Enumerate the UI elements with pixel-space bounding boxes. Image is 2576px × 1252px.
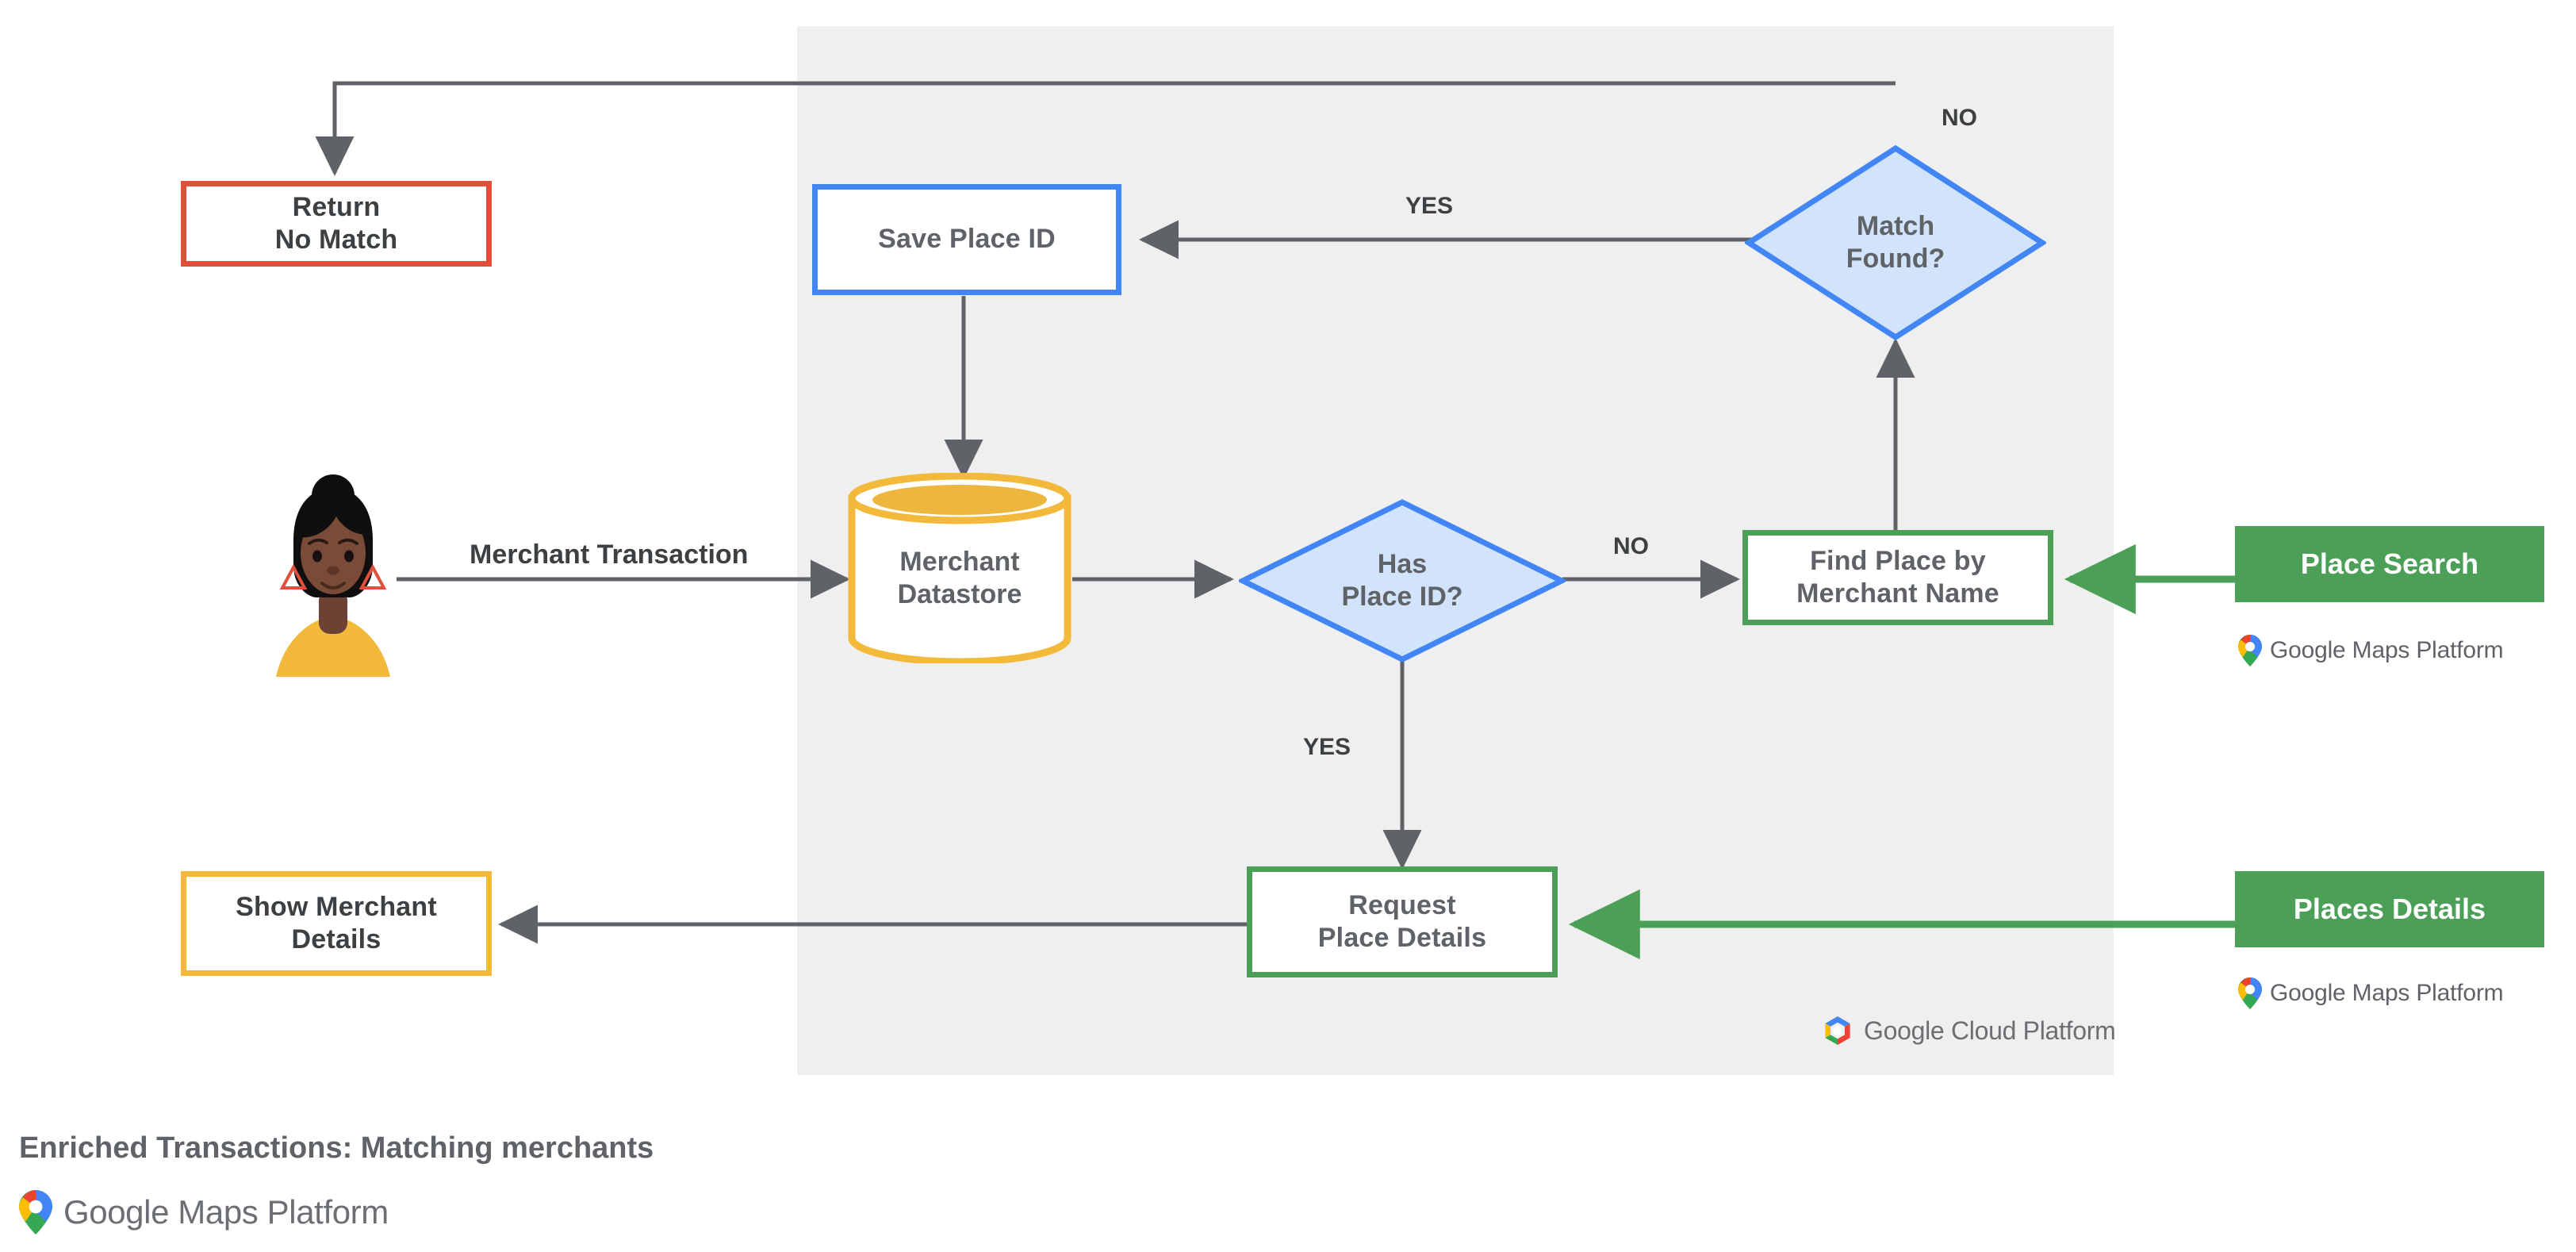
- gcp-brand-label: Google Cloud Platform: [1864, 1016, 2116, 1045]
- footer-brand-lockup: Google Maps Platform: [19, 1190, 389, 1235]
- node-merchant-datastore-label: Merchant Datastore: [897, 546, 1022, 609]
- node-merchant-datastore[interactable]: Merchant Datastore: [847, 473, 1072, 663]
- places-details-brand-lockup: Google Maps Platform: [2238, 977, 2504, 1009]
- node-show-merchant-details[interactable]: Show Merchant Details: [181, 871, 492, 976]
- maps-pin-icon: [2238, 977, 2262, 1009]
- edge-label-place-id-yes: YES: [1303, 734, 1351, 760]
- api-chip-places-details[interactable]: Places Details: [2235, 871, 2544, 947]
- node-has-place-id-label: Has Place ID?: [1341, 548, 1463, 612]
- edge-label-place-id-no: NO: [1613, 533, 1649, 559]
- node-find-place-by-merchant-name-label: Find Place by Merchant Name: [1796, 545, 1999, 609]
- gcp-brand-lockup: Google Cloud Platform: [1821, 1014, 2116, 1047]
- places-details-brand-label: Google Maps Platform: [2270, 980, 2504, 1006]
- node-request-place-details-label: Request Place Details: [1317, 889, 1487, 953]
- api-chip-place-search-label: Place Search: [2300, 547, 2479, 580]
- node-return-no-match-label: Return No Match: [274, 191, 398, 255]
- node-save-place-id[interactable]: Save Place ID: [812, 184, 1121, 295]
- api-chip-places-details-label: Places Details: [2293, 893, 2486, 925]
- node-request-place-details[interactable]: Request Place Details: [1247, 866, 1558, 977]
- node-return-no-match[interactable]: Return No Match: [181, 181, 492, 267]
- footer-brand-label: Google Maps Platform: [63, 1193, 389, 1231]
- node-match-found-label: Match Found?: [1846, 210, 1945, 274]
- maps-pin-icon: [19, 1190, 52, 1235]
- node-has-place-id[interactable]: Has Place ID?: [1239, 498, 1566, 663]
- edge-label-match-yes: YES: [1405, 193, 1454, 219]
- node-find-place-by-merchant-name[interactable]: Find Place by Merchant Name: [1742, 530, 2053, 625]
- maps-pin-icon: [2238, 635, 2262, 666]
- node-save-place-id-label: Save Place ID: [878, 224, 1056, 255]
- place-search-brand-lockup: Google Maps Platform: [2238, 635, 2504, 666]
- merchant-avatar: [262, 464, 404, 678]
- diagram-caption: Enriched Transactions: Matching merchant…: [19, 1131, 654, 1165]
- edge-label-match-no: NO: [1942, 105, 1977, 131]
- edge-label-merchant-transaction: Merchant Transaction: [470, 540, 749, 570]
- node-show-merchant-details-label: Show Merchant Details: [236, 891, 437, 954]
- api-chip-place-search[interactable]: Place Search: [2235, 526, 2544, 602]
- node-match-found[interactable]: Match Found?: [1745, 144, 2046, 341]
- google-cloud-hexagon-icon: [1825, 1016, 1850, 1045]
- place-search-brand-label: Google Maps Platform: [2270, 637, 2504, 663]
